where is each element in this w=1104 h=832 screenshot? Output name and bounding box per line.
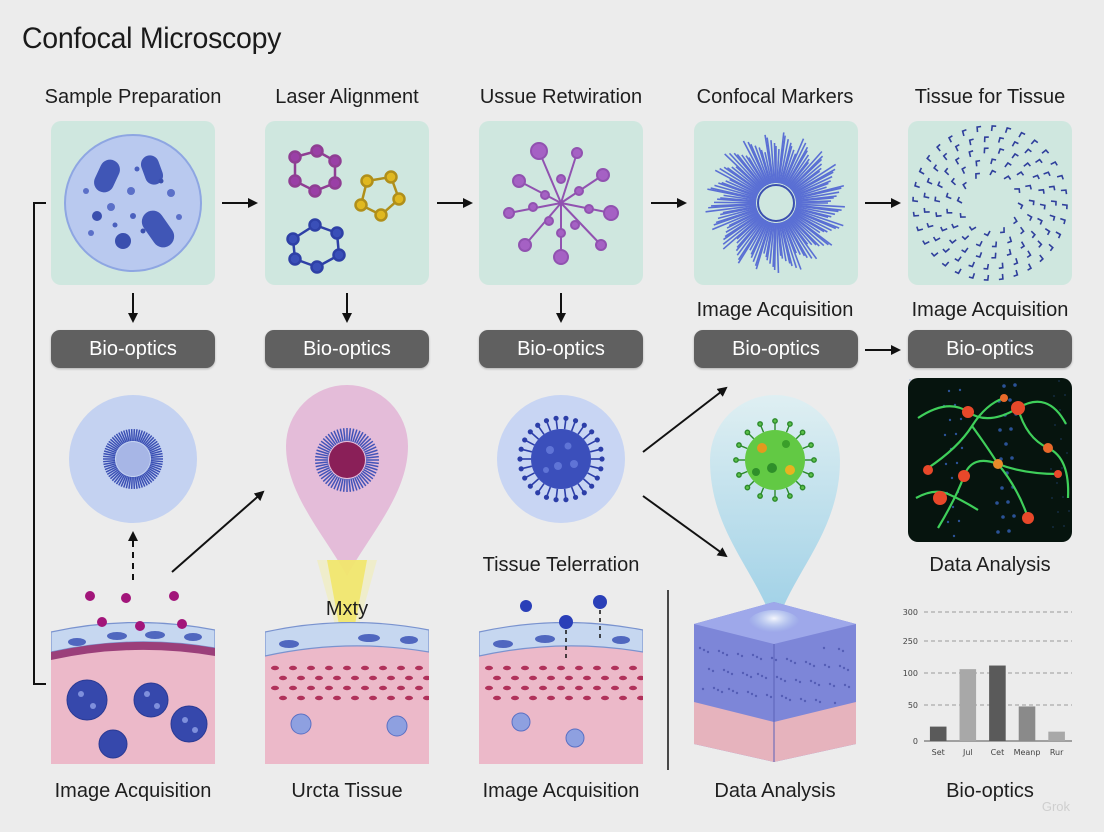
chart-bar bbox=[1048, 732, 1065, 741]
chart-bar bbox=[930, 727, 947, 741]
label-image-acquisition-bottom-3: Image Acquisition bbox=[483, 780, 640, 803]
chart-y-tick-label: 0 bbox=[913, 737, 918, 746]
chart-y-tick-label: 300 bbox=[903, 608, 918, 617]
label-tissue-telerration: Tissue Telerration bbox=[483, 554, 640, 577]
chart-y-tick-label: 50 bbox=[908, 701, 918, 710]
chart-y-tick-label: 100 bbox=[903, 669, 918, 678]
probe-particles-icon bbox=[510, 592, 620, 662]
bracket-left bbox=[34, 203, 46, 684]
label-bio-optics-bottom: Bio-optics bbox=[946, 780, 1034, 803]
label-beam: Mxty bbox=[326, 598, 368, 621]
label-data-analysis-bottom: Data Analysis bbox=[714, 780, 835, 803]
tissue-block-3d bbox=[690, 594, 860, 764]
virus-cell-icon bbox=[496, 394, 626, 524]
label-urcta-tissue: Urcta Tissue bbox=[291, 780, 402, 803]
falling-particles-icon bbox=[70, 586, 200, 646]
chart-y-tick-label: 250 bbox=[903, 637, 918, 646]
chart-bar bbox=[1019, 706, 1036, 741]
laser-focus-icon bbox=[284, 384, 410, 584]
tissue-section-2 bbox=[265, 622, 429, 764]
chart-bar bbox=[989, 666, 1006, 741]
fluorescence-micrograph bbox=[908, 378, 1072, 542]
membrane-cell-icon bbox=[68, 394, 198, 524]
chart-x-tick-label: Rur bbox=[1050, 748, 1064, 757]
chart-x-tick-label: Meanp bbox=[1014, 748, 1041, 757]
bar-chart: 0 50 100 250 300 Set Jul Cet Meanp Rur bbox=[894, 600, 1084, 760]
label-data-analysis-right: Data Analysis bbox=[929, 554, 1050, 577]
label-image-acquisition-bottom-1: Image Acquisition bbox=[55, 780, 212, 803]
chart-bar bbox=[960, 669, 977, 741]
chart-x-tick-label: Jul bbox=[962, 748, 973, 757]
chart-x-tick-label: Cet bbox=[991, 748, 1005, 757]
chart-x-tick-label: Set bbox=[932, 748, 945, 757]
watermark-text: Grok bbox=[1042, 799, 1070, 814]
